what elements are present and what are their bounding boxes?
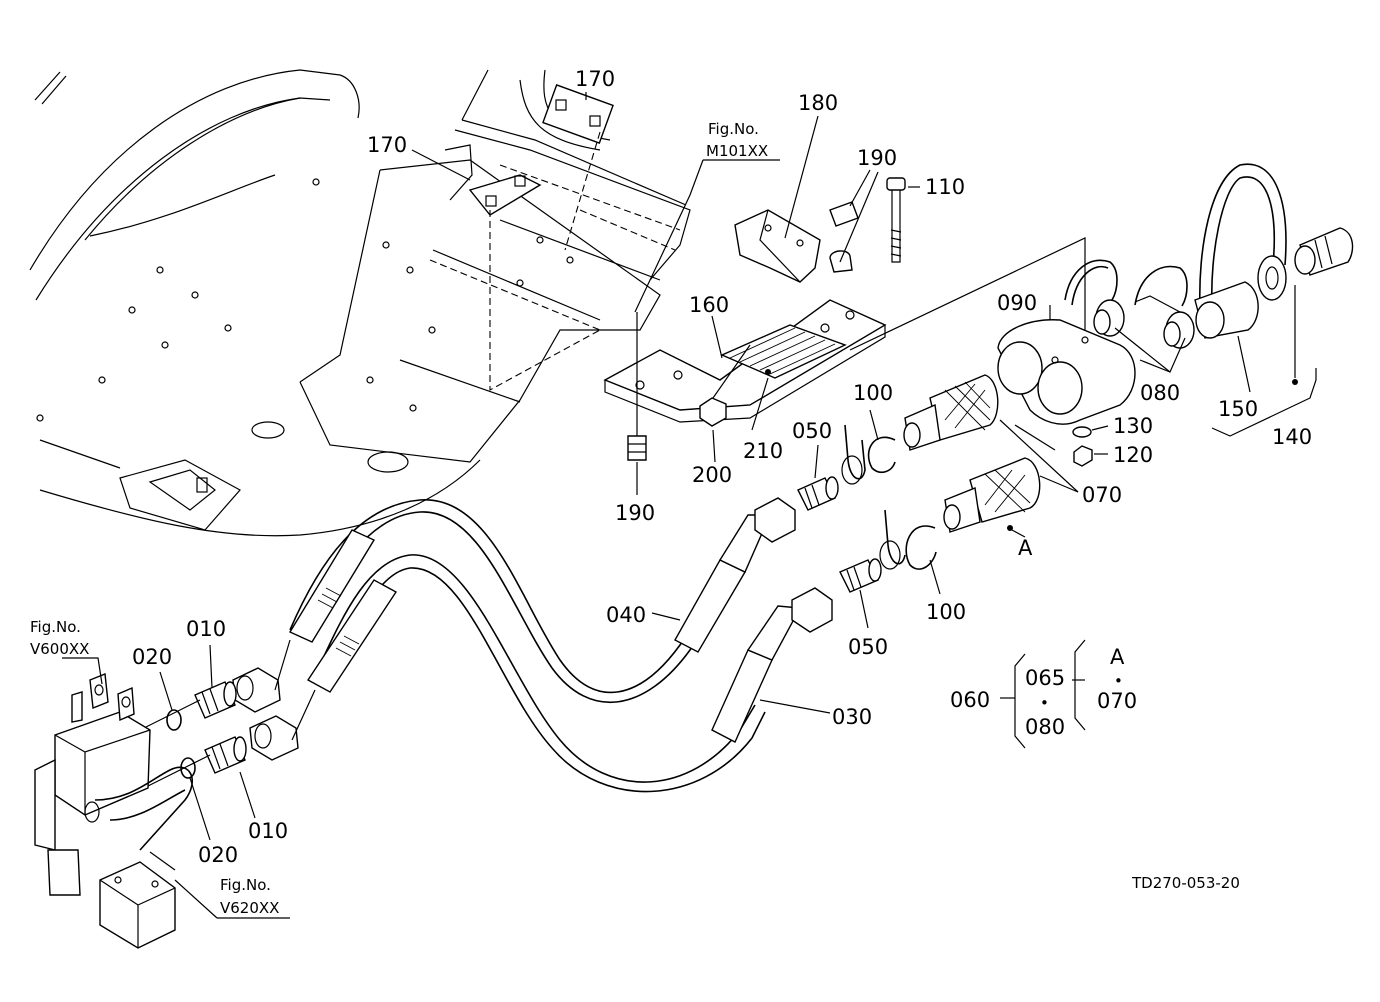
legend-sub-lower: 070 [1097, 689, 1137, 713]
fig-ref-v600-number: V600XX [30, 640, 89, 658]
callout-030: 030 [832, 705, 872, 729]
callout-100-top: 100 [853, 381, 893, 405]
callout-140: 140 [1272, 425, 1312, 449]
kit-legend-brackets [1000, 639, 1086, 749]
callout-010-bottom: 010 [248, 819, 288, 843]
callout-180: 180 [798, 91, 838, 115]
callout-100-bottom: 100 [926, 600, 966, 624]
callout-200: 200 [692, 463, 732, 487]
callout-010-top: 010 [186, 617, 226, 641]
fig-ref-v620-number: V620XX [220, 899, 279, 917]
callout-020-top: 020 [132, 645, 172, 669]
callout-090: 090 [997, 291, 1037, 315]
callout-040: 040 [606, 603, 646, 627]
callout-130: 130 [1113, 414, 1153, 438]
tractor-body [29, 69, 691, 537]
fig-ref-m101-label: Fig.No. [708, 120, 759, 138]
callout-170-top: 170 [575, 67, 615, 91]
part-callouts: 170 170 180 190 110 160 090 080 150 140 … [132, 67, 1312, 867]
callout-050-top: 050 [792, 419, 832, 443]
pin-assembly [1064, 163, 1354, 467]
callout-190-bottom: 190 [615, 501, 655, 525]
bracket-assembly [603, 177, 906, 461]
legend-sub-upper: A [1110, 645, 1125, 669]
valve-assembly [34, 673, 247, 949]
legend-assembly: 060 [950, 688, 990, 712]
fig-ref-v600-label: Fig.No. [30, 618, 81, 636]
callout-190-top: 190 [857, 146, 897, 170]
callout-070: 070 [1082, 483, 1122, 507]
callout-080-clips: 080 [1140, 381, 1180, 405]
legend-dot-left: • [1040, 694, 1049, 712]
fig-ref-m101: Fig.No. M101XX [706, 120, 768, 160]
leader-lines [62, 92, 1251, 919]
callout-120: 120 [1113, 443, 1153, 467]
legend-upper: 065 [1025, 666, 1065, 690]
coupler-assembly [797, 237, 1136, 593]
callout-160: 160 [689, 293, 729, 317]
kit-legend: 060 065 • 080 A • 070 [950, 645, 1137, 739]
callout-110: 110 [925, 175, 965, 199]
fig-ref-m101-number: M101XX [706, 142, 768, 160]
callout-170-left: 170 [367, 133, 407, 157]
legend-lower: 080 [1025, 715, 1065, 739]
drawing-code: TD270-053-20 [1131, 874, 1240, 892]
callout-210: 210 [743, 439, 783, 463]
legend-dot-right: • [1114, 672, 1123, 690]
callout-050-bottom: 050 [848, 635, 888, 659]
callout-150: 150 [1218, 397, 1258, 421]
callout-020-bottom: 020 [198, 843, 238, 867]
hoses [232, 497, 833, 793]
fig-ref-v600: Fig.No. V600XX [30, 618, 89, 658]
callout-a-marker: A [1018, 536, 1033, 560]
fig-ref-v620: Fig.No. V620XX [220, 876, 279, 917]
fig-ref-v620-label: Fig.No. [220, 876, 271, 894]
